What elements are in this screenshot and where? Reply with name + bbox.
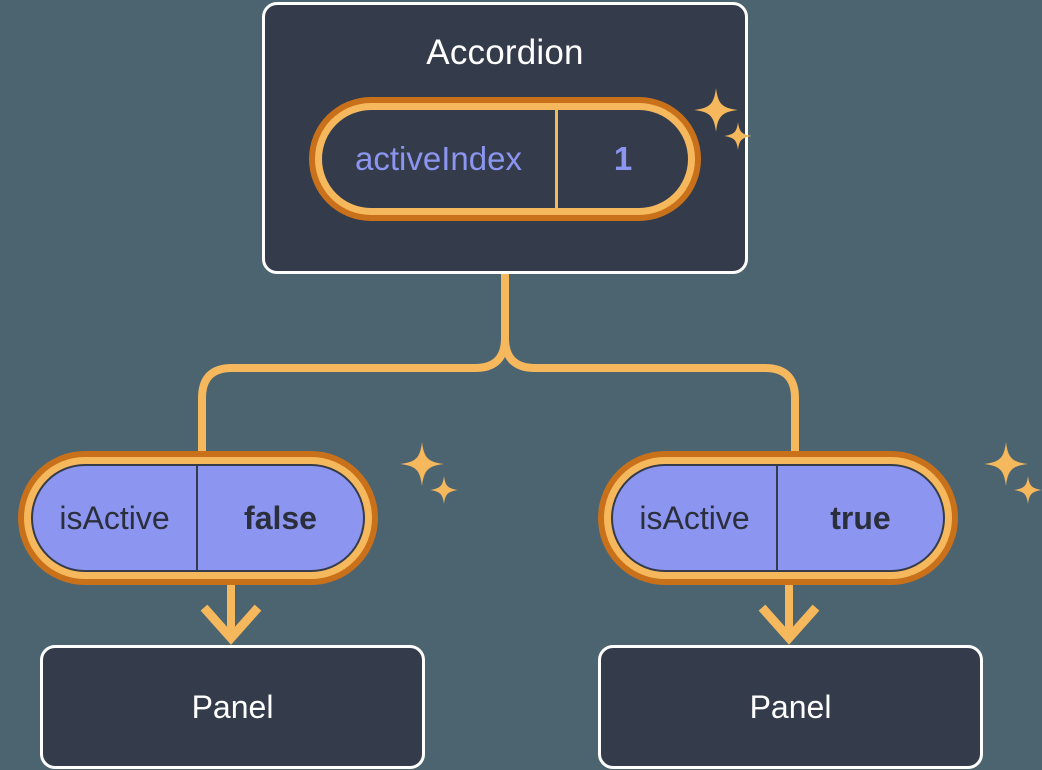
page-title: Accordion: [426, 33, 584, 72]
panel-label: Panel: [749, 688, 832, 725]
connector-root-split: [198, 273, 509, 455]
prop-pill-isactive-true[interactable]: isActive true: [598, 451, 958, 585]
prop-pill-value: false: [244, 499, 317, 536]
prop-pill-value: true: [830, 499, 891, 536]
state-pill-key: activeIndex: [322, 110, 558, 208]
panel-label: Panel: [191, 688, 274, 725]
pill-ring-inner: isActive true: [604, 457, 952, 579]
connector-root-split-right: [501, 273, 799, 455]
arrow-down-icon-left: [200, 604, 262, 645]
prop-pill-key: isActive: [613, 466, 778, 570]
state-pill-activeindex[interactable]: activeIndex 1: [309, 97, 701, 221]
pill-ring-inner: activeIndex 1: [315, 103, 695, 215]
pill-ring-inner: isActive false: [24, 457, 372, 579]
pill-body: isActive false: [31, 464, 365, 572]
pill-body: isActive true: [611, 464, 945, 572]
pill-body: activeIndex 1: [322, 110, 688, 208]
component-card-panel-left[interactable]: Panel: [40, 645, 425, 769]
sparkle-icon: [400, 442, 458, 504]
component-card-panel-right[interactable]: Panel: [598, 645, 983, 769]
state-pill-value: 1: [613, 140, 633, 177]
prop-pill-key: isActive: [33, 466, 198, 570]
sparkle-icon: [984, 442, 1042, 504]
prop-pill-isactive-false[interactable]: isActive false: [18, 451, 378, 585]
arrow-down-icon-right: [758, 604, 820, 645]
